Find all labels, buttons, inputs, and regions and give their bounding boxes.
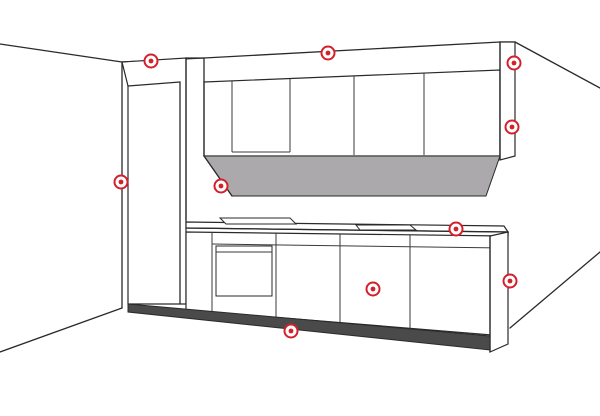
- left-floor-line: [0, 307, 123, 353]
- right-floor-line: [509, 251, 600, 329]
- oven: [215, 245, 273, 297]
- hotspot-cornice-left[interactable]: [143, 53, 159, 69]
- hob: [218, 217, 298, 225]
- hotspot-plinth[interactable]: [283, 323, 299, 339]
- hotspot-base-door[interactable]: [365, 281, 381, 297]
- tall-unit-top-edge: [127, 81, 181, 87]
- tall-unit-side: [121, 57, 187, 305]
- hotspot-base-end-panel[interactable]: [502, 273, 518, 289]
- base-end-panel: [489, 231, 509, 353]
- hotspot-cornice-center[interactable]: [320, 45, 336, 61]
- hotspot-end-panel-top[interactable]: [506, 55, 522, 71]
- hood-underside: [203, 155, 501, 197]
- ceiling-line: [0, 41, 600, 89]
- hotspots: [113, 45, 522, 339]
- worktop: [185, 217, 510, 237]
- hotspot-worktop[interactable]: [448, 221, 464, 237]
- sink: [354, 224, 418, 231]
- plinth: [127, 303, 491, 351]
- base-units: [185, 231, 509, 353]
- hotspot-end-panel-wall-unit[interactable]: [504, 119, 520, 135]
- wall-cabinets: [203, 41, 516, 161]
- tall-unit: [121, 57, 205, 305]
- hotspot-light-pelmet[interactable]: [213, 178, 229, 194]
- hotspot-tall-unit-side[interactable]: [113, 174, 129, 190]
- room-walls: [0, 41, 600, 353]
- extractor-hood: [203, 155, 501, 197]
- wall-cabinet-front: [203, 69, 501, 157]
- base-drawer-line: [211, 243, 505, 249]
